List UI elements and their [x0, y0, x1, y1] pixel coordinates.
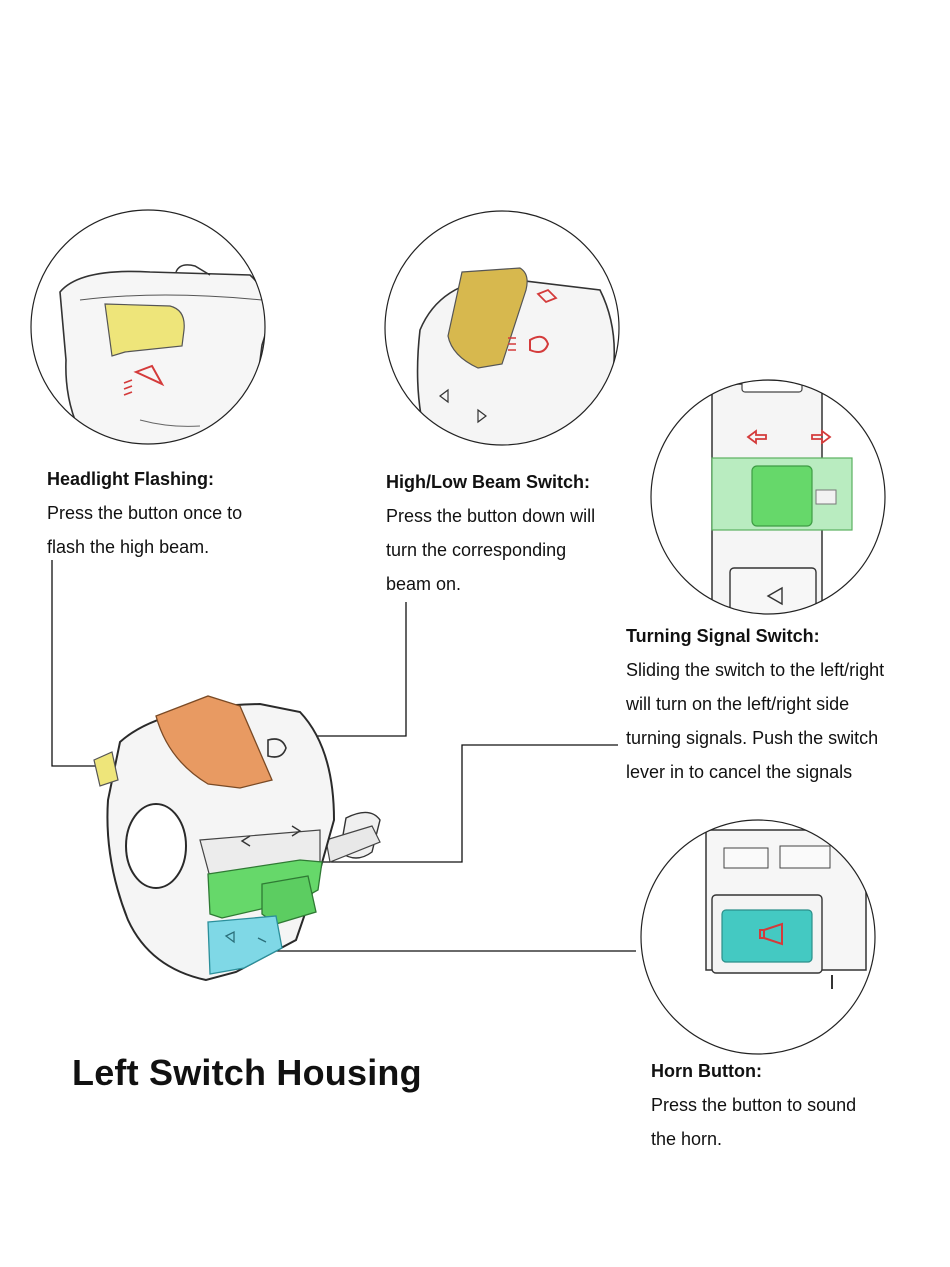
headlight-flashing-callout: Headlight Flashing: Press the button onc… [47, 462, 242, 564]
callout-text: Press the button to sound [651, 1095, 857, 1115]
callout-text: turn the corresponding [386, 540, 567, 560]
callout-title: Horn Button: [651, 1061, 762, 1081]
callout-text: Press the button once to [47, 503, 243, 523]
callout-title: Headlight Flashing: [47, 469, 215, 489]
leader-turning-signal [312, 744, 618, 863]
high-low-beam-detail [384, 210, 620, 446]
callout-text: flash the high beam. [47, 537, 210, 557]
callout-text: Press the button down will [386, 506, 596, 526]
page-title: Left Switch Housing [72, 1052, 422, 1093]
callout-text: will turn on the left/right side [626, 694, 850, 714]
leader-headlight-flashing [51, 560, 96, 767]
headlight-flash-detail [30, 209, 266, 445]
callout-text: the horn. [651, 1129, 723, 1149]
callout-text: turning signals. Push the switch [626, 728, 879, 748]
turn-signal-detail [650, 379, 886, 615]
callout-title: Turning Signal Switch: [626, 626, 820, 646]
turning-signal-callout: Turning Signal Switch: Sliding the switc… [626, 619, 884, 789]
horn-detail [640, 819, 876, 1055]
callout-title: High/Low Beam Switch: [386, 472, 591, 492]
callout-text: beam on. [386, 574, 462, 594]
leader-lines [51, 560, 636, 952]
switch-housing-illustration [93, 695, 381, 982]
high-low-beam-callout: High/Low Beam Switch: Press the button d… [386, 465, 595, 601]
callout-text: lever in to cancel the signals [626, 762, 853, 782]
callout-text: Sliding the switch to the left/right [626, 660, 885, 680]
horn-button-callout: Horn Button: Press the button to sound t… [651, 1054, 856, 1156]
